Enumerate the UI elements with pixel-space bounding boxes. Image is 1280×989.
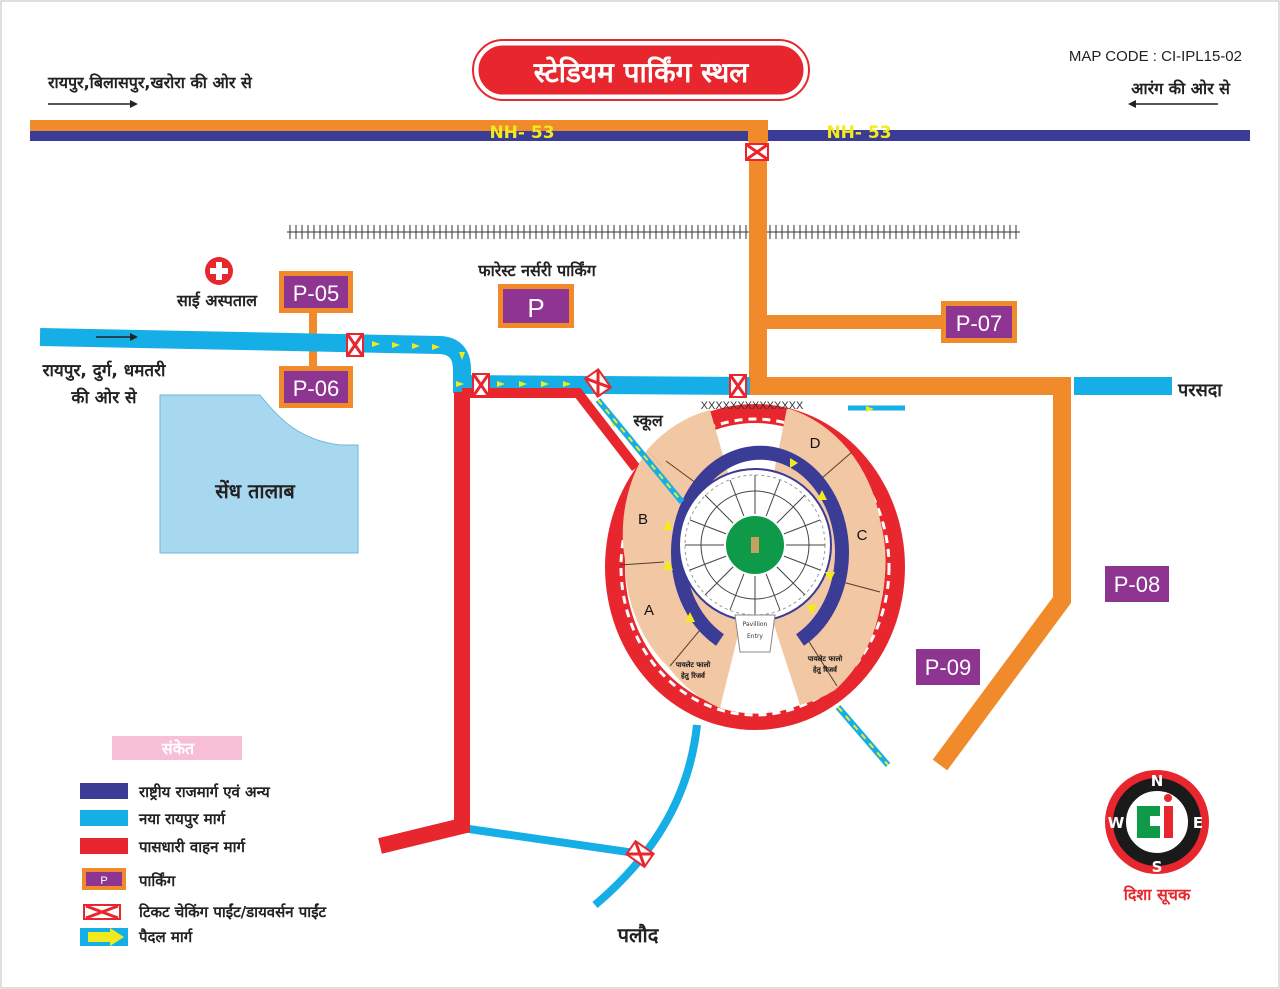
school-label: स्कूल xyxy=(632,411,664,431)
road-label-nh53-right: NH- 53 xyxy=(826,123,891,143)
hospital-label: साई अस्पताल xyxy=(176,291,258,310)
legend-heading: संकेत xyxy=(161,739,195,758)
reserved-right-2: हेतु रिजर्व xyxy=(812,665,838,675)
compass-e: E xyxy=(1193,814,1203,832)
arrow-head-icon xyxy=(130,333,138,341)
reserved-right-1: पायलेट फालो xyxy=(807,654,844,663)
parking-label-p07: P-07 xyxy=(956,311,1002,336)
legend-label: नया रायपुर मार्ग xyxy=(138,810,226,829)
pass-vehicle-route xyxy=(378,388,640,854)
stand-label-d: D xyxy=(810,435,821,452)
parking-label-p08: P-08 xyxy=(1114,572,1160,597)
parking-label-p05: P-05 xyxy=(293,281,339,306)
legend-parking-glyph: P xyxy=(100,875,107,887)
parking-label-p06: P-06 xyxy=(293,376,339,401)
lake-shape xyxy=(159,394,359,554)
checkpoint-icon xyxy=(345,332,365,358)
direction-left-line1: रायपुर, दुर्ग, धमतरी xyxy=(42,360,166,382)
stand-label-a: A xyxy=(644,602,654,619)
highway-nh53 xyxy=(30,120,1250,142)
parking-p05: P-05 xyxy=(279,271,353,313)
compass-icon xyxy=(1105,770,1209,874)
parking-label-p09: P-09 xyxy=(925,655,971,680)
compass-n: N xyxy=(1151,772,1164,790)
direction-top-right: आरंग की ओर से xyxy=(1131,79,1231,98)
pavilion-label-1: Pavillion xyxy=(743,621,768,628)
checkpoint-barrier-marks: XXXXXXXXXXXXXX xyxy=(701,400,804,412)
parking-p07: P-07 xyxy=(941,301,1017,343)
road-label-nh53-left: NH- 53 xyxy=(489,123,554,143)
lake-label: सेंध तालाब xyxy=(214,479,296,503)
hospital-icon xyxy=(205,257,233,285)
stand-label-c: C xyxy=(857,527,868,544)
page-title: स्टेडियम पार्किंग स्थल xyxy=(533,56,750,89)
legend-label: पैदल मार्ग xyxy=(138,928,193,946)
pavilion-label-2: Entry xyxy=(747,633,763,640)
direction-right: परसदा xyxy=(1177,380,1223,401)
stand-label-b: B xyxy=(638,511,648,528)
compass-w: W xyxy=(1108,814,1125,832)
title-banner: स्टेडियम पार्किंग स्थल xyxy=(472,39,810,101)
legend: संकेत राष्ट्रीय राजमार्ग एवं अन्य नया रा… xyxy=(80,736,328,946)
legend-label: राष्ट्रीय राजमार्ग एवं अन्य xyxy=(138,783,271,801)
parking-p08: P-08 xyxy=(1105,566,1169,602)
forest-nursery-label: फारेस्ट नर्सरी पार्किंग xyxy=(477,261,597,280)
direction-bottom: पलौद xyxy=(617,923,660,947)
legend-swatch-pass-route xyxy=(80,838,128,854)
checkpoint-icon xyxy=(471,372,491,398)
reserved-left-2: हेतु रिजर्व xyxy=(680,671,706,681)
legend-swatch-highway xyxy=(80,783,128,799)
compass-s: S xyxy=(1152,858,1163,876)
legend-swatch-new-raipur xyxy=(80,810,128,826)
checkpoint-icon xyxy=(744,142,770,162)
parking-p09: P-09 xyxy=(916,649,980,685)
parking-forest-nursery: P xyxy=(498,284,574,328)
legend-label: टिकट चेकिंग पाईंट/डायवर्सन पाईंट xyxy=(138,903,328,921)
new-raipur-road xyxy=(39,328,1172,909)
legend-swatch-walk xyxy=(80,928,128,946)
compass-caption: दिशा सूचक xyxy=(1123,885,1191,905)
legend-label: पासधारी वाहन मार्ग xyxy=(138,838,246,856)
railway-line xyxy=(287,225,1020,239)
stadium xyxy=(605,404,905,730)
reserved-left-1: पायलेट फालो xyxy=(675,660,712,669)
orange-roads xyxy=(309,142,1071,771)
checkpoint-icon xyxy=(728,373,748,399)
arrow-head-icon xyxy=(1128,100,1136,108)
legend-swatch-checkpoint xyxy=(83,904,121,920)
map-code: MAP CODE : CI-IPL15-02 xyxy=(1069,48,1242,65)
direction-left-line2: की ओर से xyxy=(70,387,138,408)
parking-letter: P xyxy=(527,293,544,323)
parking-p06: P-06 xyxy=(279,366,353,408)
direction-top-left: रायपुर,बिलासपुर,खरोरा की ओर से xyxy=(47,73,253,93)
arrow-head-icon xyxy=(130,100,138,108)
legend-label: पार्किंग xyxy=(138,872,176,890)
stadium-walk-paths xyxy=(595,398,891,767)
